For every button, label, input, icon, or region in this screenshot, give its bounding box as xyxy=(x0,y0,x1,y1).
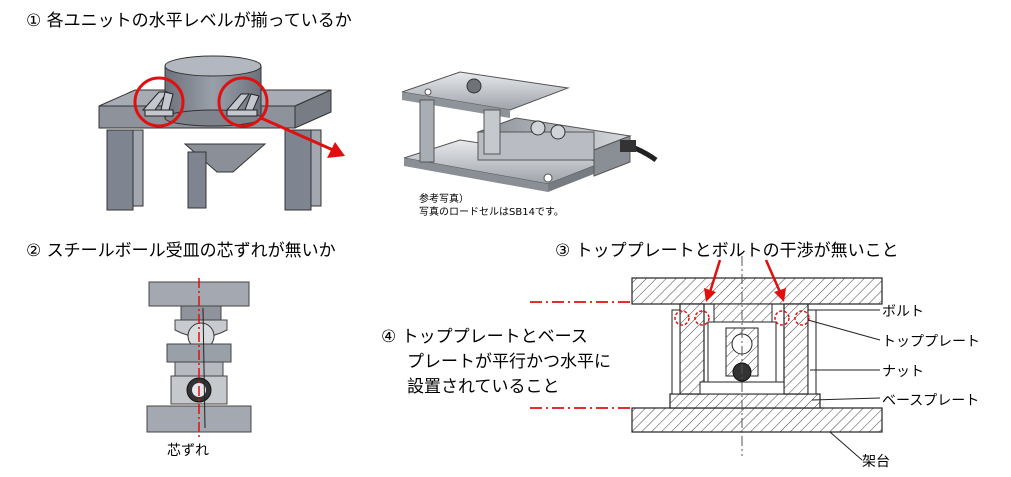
heading-item-2: ② スチールボール受皿の芯ずれが無いか xyxy=(26,241,336,261)
photo-caption-line2: 写真のロードセルはSB14です。 xyxy=(419,207,564,218)
photo-caption-line1: 参考写真） xyxy=(419,194,469,205)
heading-item-4-line1: ④ トッププレートとベース xyxy=(381,327,588,347)
steel-ball-diagram xyxy=(146,278,252,438)
heading-item-4-line2: プレートが平行かつ水平に xyxy=(407,352,611,372)
label-nut: ナット xyxy=(882,364,924,380)
label-base-plate: ベースプレート xyxy=(882,393,980,409)
label-bolt: ボルト xyxy=(882,304,924,320)
label-frame: 架台 xyxy=(862,454,890,470)
label-top-plate: トッププレート xyxy=(882,334,980,350)
heading-item-1: ① 各ユニットの水平レベルが揃っているか xyxy=(26,11,352,31)
cross-section-diagram xyxy=(530,256,883,461)
tank-frame-diagram xyxy=(98,55,345,211)
label-misalignment: 芯ずれ xyxy=(167,443,209,459)
heading-item-4-line3: 設置されていること xyxy=(407,377,560,397)
heading-item-3: ③ トッププレートとボルトの干渉が無いこと xyxy=(555,241,899,261)
load-cell-photo xyxy=(401,71,658,192)
